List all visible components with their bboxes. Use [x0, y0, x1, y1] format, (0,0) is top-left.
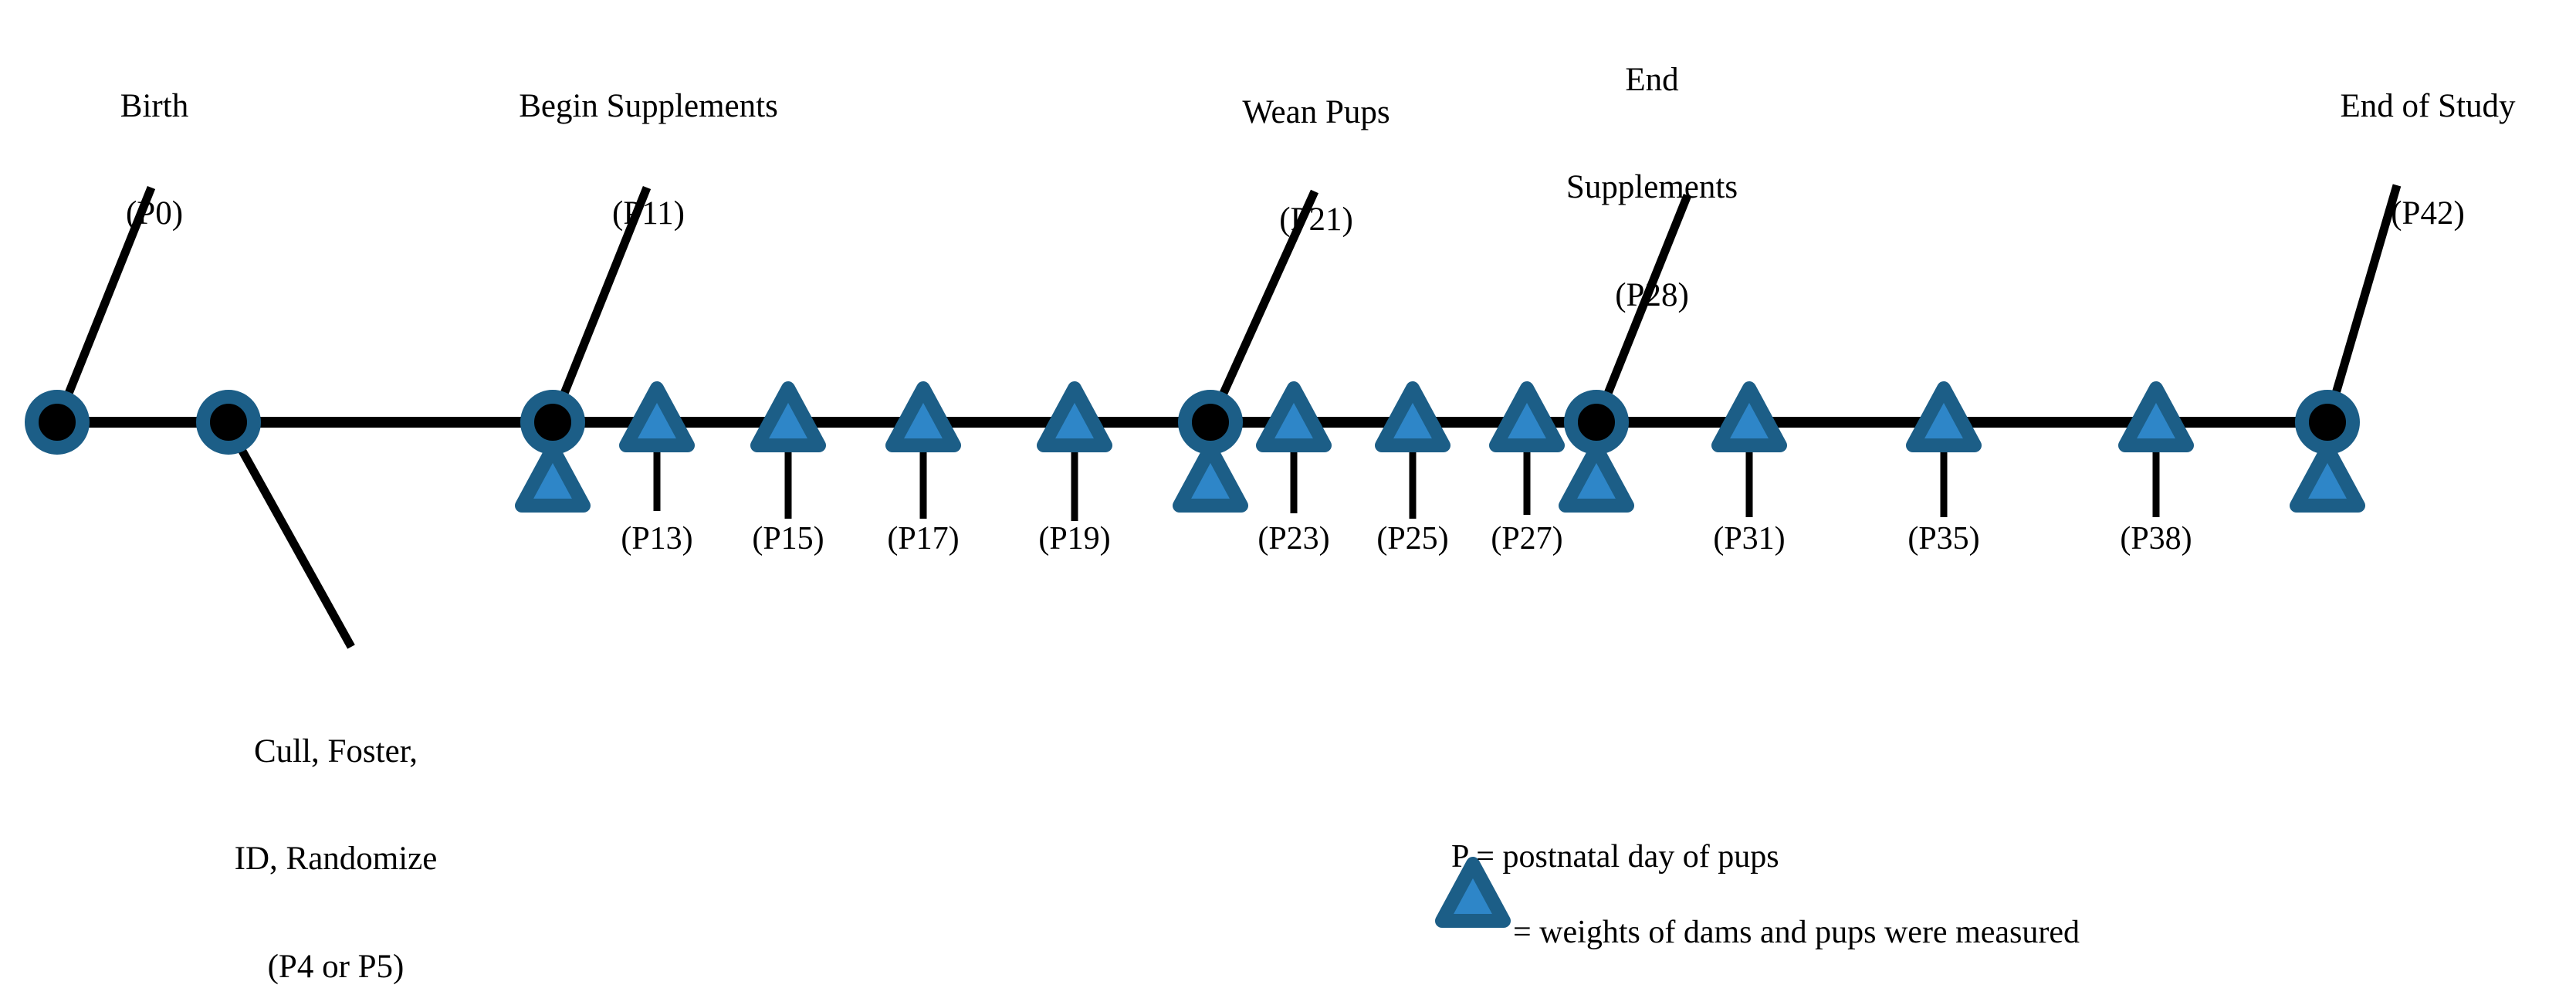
label-end-of-study: End of Study (P42) [2277, 17, 2576, 304]
label-begin-supplements: Begin Supplements (P11) [432, 17, 865, 304]
label-p13: (P13) [621, 521, 693, 557]
circle-marker-p42 [2295, 390, 2360, 455]
label-p19: (P19) [1038, 521, 1111, 557]
triangle-marker-p15 [757, 388, 819, 445]
leader-line-p11 [548, 185, 652, 425]
leader-line-p21 [1206, 189, 1319, 425]
label-p27: (P27) [1491, 521, 1563, 557]
legend-line-2: = weights of dams and pups were measured [1513, 915, 2080, 950]
label-p31: (P31) [1713, 521, 1786, 557]
triangle-marker-p35 [1913, 388, 1975, 445]
triangle-marker-p25 [1382, 388, 1444, 445]
circle-marker-p21 [1178, 390, 1243, 455]
label-end-of-study-day: (P42) [2391, 195, 2465, 232]
triangle-marker-p42 [2297, 448, 2358, 506]
label-begin-supplements-day: (P11) [612, 195, 685, 232]
label-birth-day: (P0) [125, 195, 184, 232]
leader-line-p4p5 [225, 424, 355, 649]
label-cull-foster: Cull, Foster, ID, Randomize (P4 or P5) [166, 662, 506, 988]
triangle-marker-p28 [1566, 448, 1627, 506]
label-birth-title: Birth [120, 87, 189, 124]
leader-line-p28 [1592, 193, 1692, 425]
circle-marker-p28 [1564, 390, 1629, 455]
triangle-marker-p23 [1263, 388, 1325, 445]
circle-marker-p11 [520, 390, 585, 455]
label-end-supplements: End Supplements (P28) [1490, 0, 1814, 385]
label-p35: (P35) [1907, 521, 1980, 557]
legend-line-1: P = postnatal day of pups [1451, 839, 1779, 875]
triangle-marker-p19 [1044, 388, 1105, 445]
triangle-marker-p38 [2125, 388, 2187, 445]
triangle-marker-p27 [1496, 388, 1558, 445]
label-cull-title-1: Cull, Foster, [253, 733, 418, 770]
leader-line-p0 [52, 185, 156, 425]
triangle-marker-p31 [1718, 388, 1780, 445]
triangle-marker-p17 [892, 388, 954, 445]
label-p23: (P23) [1258, 521, 1330, 557]
circle-marker-p0 [25, 390, 90, 455]
label-p25: (P25) [1376, 521, 1449, 557]
label-wean-pups: Wean Pups (P21) [1166, 23, 1467, 310]
label-p17: (P17) [887, 521, 960, 557]
label-wean-pups-title: Wean Pups [1242, 93, 1390, 130]
label-end-supplements-day: (P28) [1615, 276, 1689, 313]
leader-line-p42 [2323, 184, 2402, 424]
triangle-marker-p21 [1180, 448, 1241, 506]
label-birth: Birth (P0) [46, 17, 262, 304]
label-cull-title-2: ID, Randomize [234, 841, 438, 878]
label-end-of-study-title: End of Study [2340, 87, 2516, 124]
label-p15: (P15) [752, 521, 824, 557]
label-end-supplements-title-1: End [1625, 61, 1679, 98]
triangle-marker-p11 [522, 448, 584, 506]
triangle-marker-p13 [626, 388, 688, 445]
circle-marker-p4p5 [196, 390, 261, 455]
label-cull-day: (P4 or P5) [267, 948, 405, 985]
label-wean-pups-day: (P21) [1279, 201, 1353, 239]
label-begin-supplements-title: Begin Supplements [519, 87, 778, 124]
label-p38: (P38) [2120, 521, 2192, 557]
label-end-supplements-title-2: Supplements [1566, 169, 1738, 206]
